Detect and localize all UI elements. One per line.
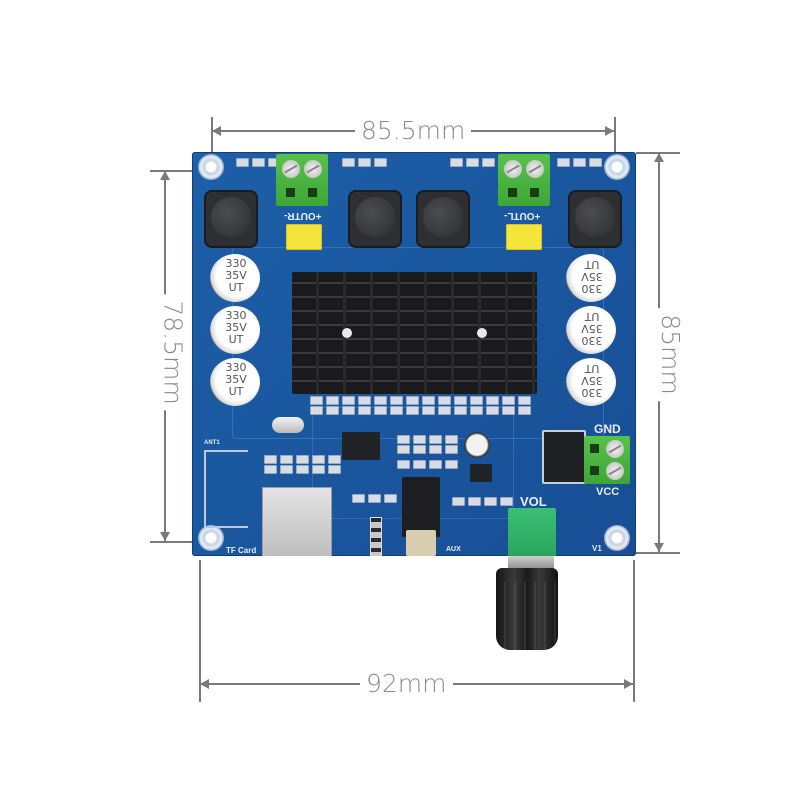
heatsink [292, 272, 537, 394]
left-speaker-terminal[interactable] [498, 154, 550, 206]
right-speaker-terminal[interactable] [276, 154, 328, 206]
aux-label: AUX [446, 546, 461, 553]
arrow-down-icon [160, 532, 170, 541]
inductor [204, 190, 258, 248]
yellow-capacitor [506, 224, 542, 250]
aux-jack-opening[interactable] [406, 530, 436, 556]
mounting-hole [604, 525, 630, 551]
dim-tick [636, 152, 680, 154]
smd-components [264, 465, 341, 474]
tf-card-label: TF Card [226, 546, 257, 555]
arrow-left-icon [200, 679, 209, 689]
out-left-label: +OUTL- [504, 210, 541, 221]
smd-components [397, 445, 458, 454]
power-terminal[interactable] [584, 436, 630, 484]
dim-tick [633, 560, 635, 702]
arrow-left-icon [212, 126, 221, 136]
smd-components [452, 497, 513, 506]
volume-potentiometer [508, 508, 556, 556]
power-diode [542, 430, 586, 484]
tf-card-slot[interactable] [262, 487, 332, 556]
inductor [416, 190, 470, 248]
arrow-down-icon [654, 543, 664, 552]
dim-tick [211, 117, 213, 155]
bluetooth-antenna [204, 450, 248, 528]
left-height-label: 78.5mm [159, 294, 188, 411]
smd-components [342, 158, 387, 167]
smd-components [310, 406, 531, 415]
out-right-label: +OUTR- [284, 210, 322, 221]
smd-components [264, 455, 341, 464]
mounting-hole [198, 154, 224, 180]
mounting-hole [198, 525, 224, 551]
inductor [348, 190, 402, 248]
gnd-label: GND [594, 422, 621, 436]
dim-tick [636, 552, 680, 554]
knob-collar [508, 556, 554, 570]
smd-components [557, 158, 602, 167]
inductor [568, 190, 622, 248]
transistor [470, 464, 492, 482]
smd-components [310, 396, 531, 405]
dim-tick [199, 560, 201, 702]
v1-label: V1 [592, 544, 602, 553]
volume-knob[interactable] [496, 568, 558, 650]
smd-components [397, 460, 458, 469]
yellow-capacitor [286, 224, 322, 250]
dim-tick [150, 541, 195, 543]
smd-components [352, 494, 397, 503]
aux-jack[interactable] [402, 477, 440, 537]
arrow-up-icon [160, 171, 170, 180]
dim-tick [150, 170, 195, 172]
bottom-width-label: 92mm [360, 671, 453, 696]
arrow-right-icon [624, 679, 633, 689]
antenna-label: ANT1 [204, 440, 220, 446]
dim-tick [614, 117, 616, 155]
top-width-label: 85.5mm [355, 118, 472, 143]
arrow-right-icon [605, 126, 614, 136]
heatsink-screw [477, 328, 487, 338]
bluetooth-ic [342, 432, 380, 460]
smd-components [236, 158, 281, 167]
vol-label: VOL [520, 494, 547, 509]
vcc-label: VCC [596, 486, 620, 498]
arrow-up-icon [654, 153, 664, 162]
heatsink-screw [342, 328, 352, 338]
smd-components [397, 435, 458, 444]
small-electrolytic-capacitor [464, 432, 490, 458]
right-height-label: 85mm [656, 308, 685, 401]
crystal-oscillator [272, 417, 304, 433]
volume-knob-ribs [496, 582, 558, 650]
smd-components [450, 158, 495, 167]
header-pins [370, 517, 382, 556]
mounting-hole [604, 154, 630, 180]
